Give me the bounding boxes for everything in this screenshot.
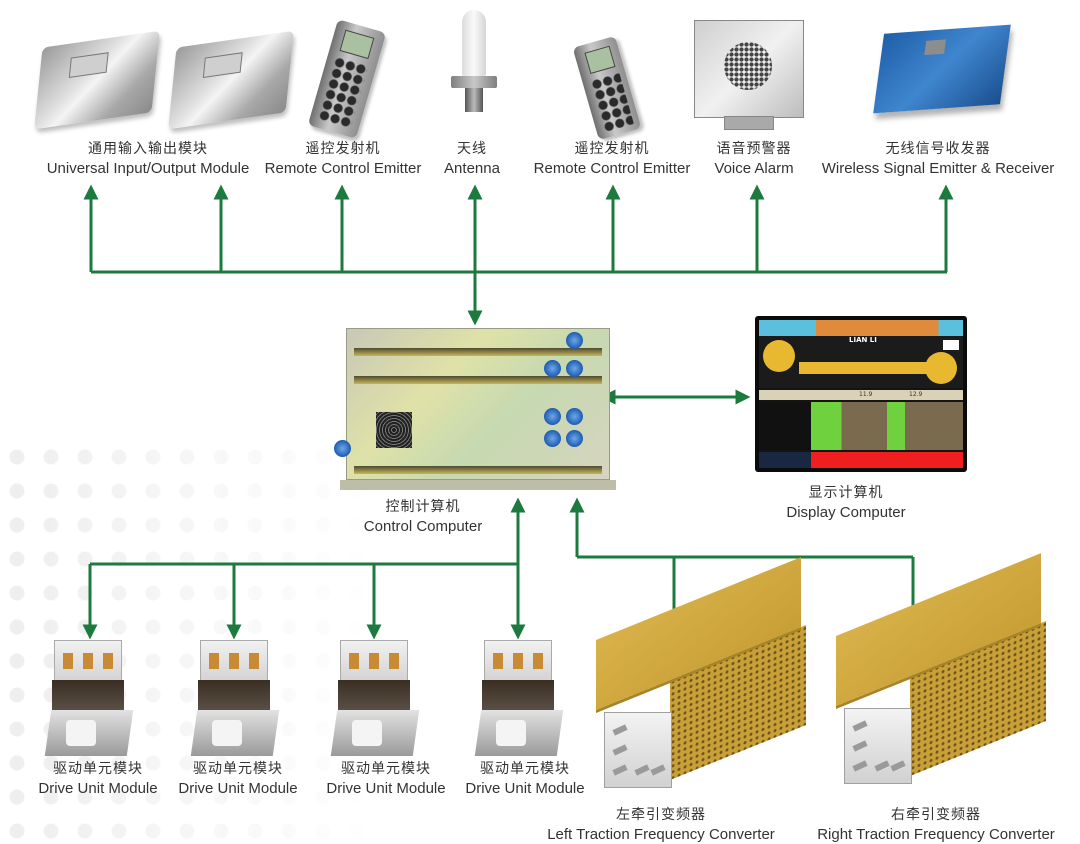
remote-emitter-1-label: 遥控发射机 Remote Control Emitter bbox=[265, 140, 422, 178]
remote-emitter-2-label-cn: 遥控发射机 bbox=[574, 141, 650, 157]
left-converter-label-cn: 左牵引变频器 bbox=[615, 807, 706, 823]
display-side-button bbox=[943, 340, 959, 350]
remote-emitter-2-label: 遥控发射机 Remote Control Emitter bbox=[534, 140, 691, 178]
wireless-transceiver-label-cn: 无线信号收发器 bbox=[885, 141, 991, 157]
display-toolbar bbox=[759, 320, 963, 336]
drive-unit-2-label: 驱动单元模块 Drive Unit Module bbox=[178, 760, 297, 798]
voice-alarm-label-en: Voice Alarm bbox=[714, 160, 794, 177]
drive-unit-3-image bbox=[330, 640, 420, 764]
control-computer-image bbox=[334, 328, 616, 490]
io-module-label-cn: 通用输入输出模块 bbox=[88, 141, 208, 157]
antenna-label-en: Antenna bbox=[444, 160, 500, 177]
display-computer-label-cn: 显示计算机 bbox=[808, 485, 884, 501]
control-computer-label-en: Control Computer bbox=[363, 518, 483, 535]
drive-unit-4-label-en: Drive Unit Module bbox=[465, 780, 585, 797]
remote-emitter-2-label-en: Remote Control Emitter bbox=[533, 160, 691, 177]
display-screen-title: LIAN LI bbox=[849, 336, 877, 344]
display-status-rows bbox=[759, 402, 963, 450]
display-screen: LIAN LI 11.9 12.9 bbox=[759, 320, 963, 468]
voice-alarm-label: 语音预警器 Voice Alarm bbox=[714, 140, 793, 178]
shearer-body bbox=[799, 362, 929, 374]
fan-icon bbox=[376, 412, 412, 448]
control-computer-label-cn: 控制计算机 bbox=[385, 499, 461, 515]
wireless-transceiver-label: 无线信号收发器 Wireless Signal Emitter & Receiv… bbox=[822, 140, 1055, 178]
display-computer-label: 显示计算机 Display Computer bbox=[786, 484, 905, 522]
display-speed-bar: 11.9 12.9 bbox=[759, 390, 963, 400]
antenna-label-cn: 天线 bbox=[456, 141, 487, 157]
left-converter-label-en: Left Traction Frequency Converter bbox=[547, 826, 775, 843]
speed-right-value: 12.9 bbox=[909, 391, 923, 398]
wireless-transceiver-label-en: Wireless Signal Emitter & Receiver bbox=[821, 160, 1055, 177]
left-converter-label: 左牵引变频器 Left Traction Frequency Converter bbox=[547, 806, 775, 844]
drive-unit-2-image bbox=[190, 640, 280, 764]
left-converter-image bbox=[596, 557, 806, 790]
wireless-transceiver-image bbox=[873, 24, 1011, 114]
remote-emitter-1-image bbox=[307, 19, 387, 139]
io-module-2-image bbox=[168, 30, 294, 130]
drive-unit-2-label-cn: 驱动单元模块 bbox=[193, 761, 283, 777]
right-converter-label: 右牵引变频器 Right Traction Frequency Converte… bbox=[817, 806, 1055, 844]
drive-unit-4-image bbox=[474, 640, 564, 764]
drive-unit-3-label-en: Drive Unit Module bbox=[326, 780, 446, 797]
io-module-label-en: Universal Input/Output Module bbox=[46, 160, 250, 177]
cutter-drum-right-icon bbox=[925, 352, 957, 384]
drive-unit-3-label-cn: 驱动单元模块 bbox=[341, 761, 431, 777]
io-module-label: 通用输入输出模块 Universal Input/Output Module bbox=[47, 140, 250, 178]
antenna-image bbox=[451, 10, 497, 112]
drive-unit-1-label: 驱动单元模块 Drive Unit Module bbox=[38, 760, 157, 798]
cutter-drum-left-icon bbox=[763, 340, 795, 372]
drive-unit-1-label-cn: 驱动单元模块 bbox=[53, 761, 143, 777]
io-module-1-image bbox=[34, 30, 160, 130]
voice-alarm-image bbox=[694, 20, 804, 130]
right-converter-image bbox=[836, 553, 1046, 786]
remote-emitter-1-label-cn: 遥控发射机 bbox=[305, 141, 381, 157]
speed-left-value: 11.9 bbox=[859, 391, 873, 398]
drive-unit-1-image bbox=[44, 640, 134, 764]
right-converter-label-en: Right Traction Frequency Converter bbox=[817, 826, 1055, 843]
remote-emitter-2-image bbox=[572, 35, 642, 141]
drive-unit-3-label: 驱动单元模块 Drive Unit Module bbox=[326, 760, 445, 798]
display-computer-image: LIAN LI 11.9 12.9 bbox=[755, 316, 967, 472]
remote-emitter-1-label-en: Remote Control Emitter bbox=[264, 160, 422, 177]
voice-alarm-label-cn: 语音预警器 bbox=[716, 141, 792, 157]
drive-unit-2-label-en: Drive Unit Module bbox=[178, 780, 298, 797]
display-computer-label-en: Display Computer bbox=[786, 504, 906, 521]
display-alarm-bar bbox=[811, 452, 963, 468]
drive-unit-4-label-cn: 驱动单元模块 bbox=[480, 761, 570, 777]
drive-unit-4-label: 驱动单元模块 Drive Unit Module bbox=[465, 760, 584, 798]
drive-unit-1-label-en: Drive Unit Module bbox=[38, 780, 158, 797]
control-computer-label: 控制计算机 Control Computer bbox=[364, 498, 482, 536]
right-converter-label-cn: 右牵引变频器 bbox=[890, 807, 981, 823]
antenna-label: 天线 Antenna bbox=[444, 140, 500, 178]
